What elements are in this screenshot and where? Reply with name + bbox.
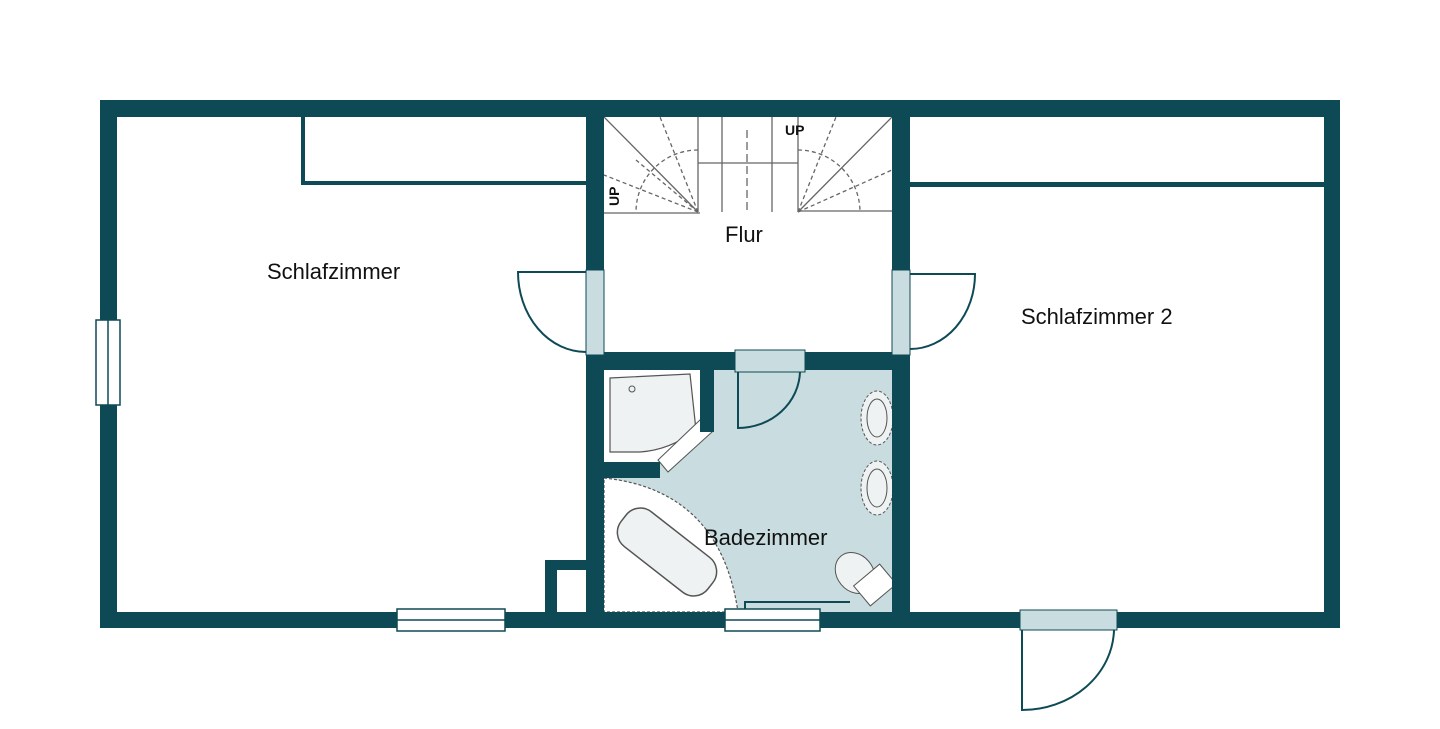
doors	[516, 269, 1118, 712]
room-label-schlafzimmer-2: Schlafzimmer 2	[1021, 304, 1173, 329]
closet-lines	[301, 117, 1324, 187]
room-label-schlafzimmer: Schlafzimmer	[267, 259, 401, 284]
stairs-up-label: UP	[606, 186, 622, 206]
room-label-badezimmer: Badezimmer	[704, 525, 828, 550]
bathtub	[616, 507, 718, 597]
staircase	[603, 116, 893, 214]
stairs-up-label: UP	[785, 122, 805, 138]
room-label-flur: Flur	[725, 222, 763, 247]
windows	[95, 319, 821, 632]
